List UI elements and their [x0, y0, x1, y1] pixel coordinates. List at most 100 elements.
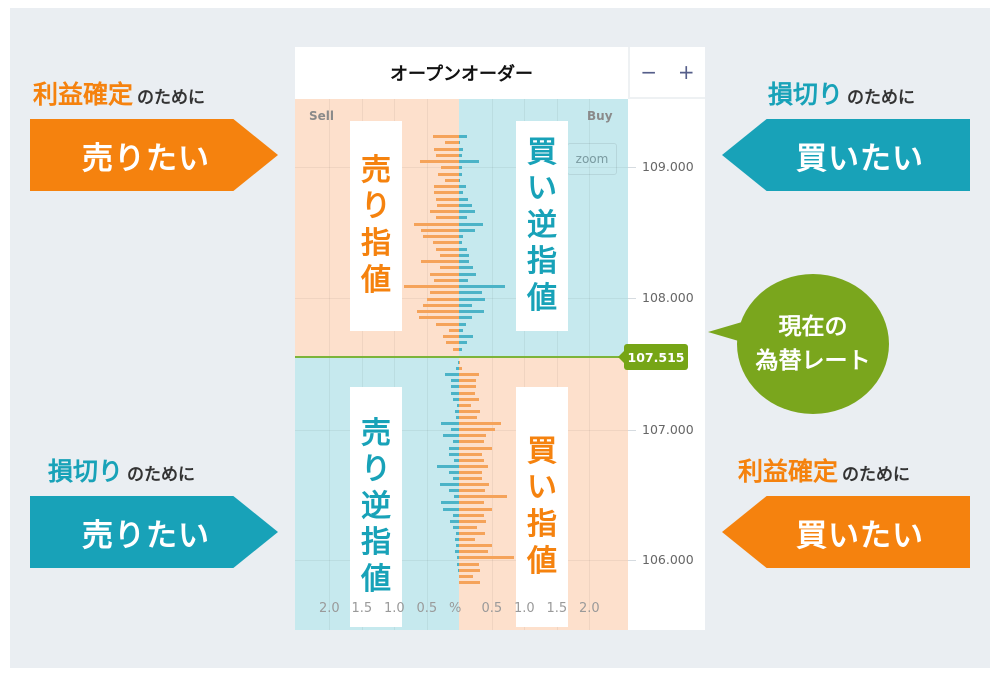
grid-line [524, 99, 525, 630]
label-buy-limit: 買い指値 [516, 387, 568, 627]
price-label: 109.000 [642, 159, 694, 174]
caption-top-right: 損切りのために [768, 75, 915, 111]
buy-arrow-bottom-right: 買いたい [722, 496, 970, 568]
order-bar [440, 501, 459, 505]
order-bar [459, 266, 474, 270]
order-bar [453, 458, 459, 462]
grid-line [295, 560, 628, 561]
order-bar [459, 525, 478, 529]
order-bar [459, 316, 472, 320]
grid-line [589, 99, 590, 630]
order-bar [433, 135, 459, 138]
zoom-out-button[interactable]: − [640, 60, 658, 84]
label-char: い [527, 171, 557, 207]
caption-suffix: のために [127, 465, 196, 485]
order-bar [459, 495, 508, 499]
order-bar [459, 178, 461, 182]
current-rate-bubble: 現在の 為替レート [737, 274, 889, 414]
label-char: 買 [527, 134, 557, 170]
caption-suffix: のために [137, 88, 206, 108]
order-bar [459, 562, 479, 566]
order-bar [459, 568, 480, 572]
label-char: 指 [361, 226, 391, 261]
order-bar [455, 409, 459, 413]
percent-tick-label: 1.0 [514, 601, 535, 616]
sell-arrow-top-left: 売りたい [30, 119, 278, 191]
order-bar [459, 335, 474, 339]
order-bar [459, 373, 479, 377]
order-bar [459, 210, 475, 214]
order-bar [459, 291, 482, 295]
order-bar [459, 544, 492, 548]
label-char: 指 [527, 244, 557, 280]
grid-line [426, 99, 428, 630]
order-bar [459, 141, 461, 145]
order-bar [451, 385, 459, 389]
order-bar [435, 216, 459, 220]
order-bar [443, 434, 459, 438]
order-bar [459, 574, 474, 578]
grid-line [361, 99, 363, 630]
order-bar [418, 316, 459, 320]
label-buy-stop: 買い逆指値 [516, 121, 568, 331]
label-char: り [361, 189, 391, 225]
order-bar [451, 428, 459, 432]
label-char: 売 [361, 152, 391, 188]
order-bar [452, 513, 459, 517]
order-bar [459, 185, 466, 189]
order-bar [440, 166, 459, 170]
arrow-label: 買いたい [796, 517, 924, 554]
price-label: 108.000 [642, 290, 694, 305]
order-bar [435, 247, 459, 251]
order-bar [459, 160, 479, 164]
order-bar [459, 458, 484, 462]
order-bar [403, 285, 459, 289]
zoom-button[interactable]: zoom [567, 143, 617, 175]
price-tick [628, 167, 636, 168]
label-char: り [361, 452, 391, 488]
order-bar [449, 328, 459, 332]
arrow-label: 売りたい [82, 517, 210, 554]
order-bar [459, 347, 462, 351]
label-char: 値 [527, 280, 557, 316]
order-bar [459, 483, 489, 487]
order-bar [459, 278, 469, 282]
order-bar [459, 440, 484, 444]
order-bar [459, 361, 461, 364]
label-char: 逆 [361, 488, 391, 524]
order-bar [459, 216, 467, 220]
order-bar [436, 153, 459, 157]
caption-keyword: 利益確定 [738, 457, 839, 486]
order-bar [459, 197, 469, 201]
label-char: 値 [527, 543, 557, 579]
current-rate-badge: 107.515 [618, 344, 688, 370]
order-bar [459, 507, 492, 511]
arrow-label: 買いたい [796, 140, 924, 177]
order-bar [459, 550, 489, 554]
order-bar [436, 464, 459, 468]
order-bar [457, 403, 459, 407]
order-bar [459, 203, 472, 207]
grid-line [556, 99, 558, 630]
order-bar [459, 428, 495, 432]
order-bar [459, 532, 485, 536]
caption-suffix: のために [847, 88, 916, 108]
current-rate-line [295, 356, 628, 358]
order-bar [453, 495, 459, 499]
order-bar [459, 272, 476, 276]
order-bar [456, 367, 459, 371]
order-bar [438, 172, 459, 176]
label-sell-limit: 売り指値 [350, 121, 402, 331]
zoom-in-button[interactable]: + [677, 60, 695, 84]
label-sell-stop: 売り逆指値 [350, 387, 402, 627]
order-bar [456, 532, 459, 536]
order-bar [459, 367, 462, 371]
order-bar [459, 303, 472, 307]
order-bar [446, 341, 459, 345]
order-bar [455, 550, 459, 554]
caption-suffix: のために [842, 465, 911, 485]
order-bar [426, 297, 459, 301]
order-bar [434, 278, 459, 282]
grid-line [329, 99, 330, 630]
